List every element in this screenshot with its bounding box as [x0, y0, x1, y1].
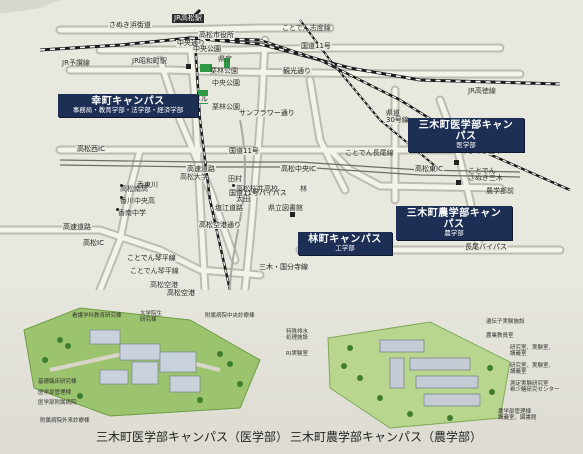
road-r11: 国道11号: [300, 42, 332, 50]
landmark-takamatsu-daigaku: 高松大学: [180, 173, 208, 181]
med-label-clinical: 基礎臨床研究棟: [38, 379, 77, 385]
illustration-agri-campus: [327, 321, 511, 429]
road-r11b: 国道11号: [228, 147, 260, 155]
landmark-airport: 高松空港: [150, 281, 178, 289]
marker-dot-2: [120, 196, 123, 199]
station-jr-kotoku: JR高徳線: [468, 87, 496, 95]
road-r30: 県道 30号線: [385, 109, 410, 124]
station-kotoden-kotohira: ことでん琴平線: [130, 267, 179, 275]
med-label-central: 附属病院中央診療棟: [205, 313, 255, 319]
station-jr-takamatsu: JR高松駅: [172, 14, 204, 23]
agri-label-lab1: 研究室、実験室、 講義室: [510, 345, 555, 357]
road-chuo-dori: 中央通り: [176, 39, 206, 47]
marker-hayashi: [290, 212, 295, 217]
road-san-miki-kokubunji: 三木・国分寺線: [258, 263, 309, 271]
road-city-hall: 高松市役所: [198, 31, 235, 39]
road-takamatsu-higashi-ic: 高松東IC: [414, 165, 444, 173]
med-label-outpatient: 附属病院外来診療棟: [40, 418, 90, 424]
station-sanuki-miki: ことでん さぬき三木: [468, 167, 503, 182]
road-takamatsu-ic: 高松IC: [82, 239, 105, 247]
station-jr-yosan: JR予讃線: [62, 59, 90, 67]
landmark-chuo-koen: 中央公園: [212, 79, 240, 87]
road-takamatsu-chuo-ic: 高松中央IC: [280, 165, 317, 173]
illustration-med-campus: [23, 307, 261, 417]
road-takamatsu-nishi-ic: 高松西IC: [76, 145, 106, 153]
agri-label-measure: 測定実験研究室 希少糖研究センター: [510, 381, 560, 393]
landmark-ritsurin: 栗林公園: [212, 103, 240, 111]
landmark-sakurai-high: 高松桜井高校: [236, 185, 278, 193]
agri-label-staff: 農業教員室: [486, 333, 514, 339]
road-airport-dori: 高松空港通り: [198, 221, 242, 229]
landmark-ota: 太田: [236, 195, 250, 203]
agri-label-admin: 農学部管理棟 講義室、図書館: [498, 409, 537, 421]
marker-dot-3: [116, 208, 119, 211]
caption-med-campus: 三木町医学部キャンパス（医学部）: [96, 430, 289, 444]
marker-agri: [456, 180, 461, 185]
road-kanko-dori: 観光通り: [282, 67, 312, 75]
campus-med-sub: 医学部: [456, 141, 476, 149]
marker-dot-4: [232, 184, 235, 187]
med-label-admin: 医学部管理棟: [38, 390, 72, 396]
landmark-library: 県立図書館: [268, 204, 303, 212]
road-kosoku2: 高速道路: [62, 223, 92, 231]
campus-agri-title: 三木町農学部キャンパス: [406, 208, 502, 230]
campus-med[interactable]: 三木町医学部キャンパス 医学部: [408, 118, 524, 153]
campus-agri[interactable]: 三木町農学部キャンパス 農学部: [396, 206, 512, 241]
agri-label-lab2: 研究室、実験室、 講義室: [510, 363, 555, 375]
caption-agri-campus: 三木町農学部キャンパス（農学部）: [290, 430, 483, 444]
agri-label-gene: 遺伝子実験施設: [486, 319, 525, 325]
campus-hayashi[interactable]: 林町キャンパス 工学部: [298, 232, 392, 256]
agri-label-ri: RI実験室: [286, 351, 308, 357]
station-kotoden-shido: ことでん志度線: [282, 24, 331, 32]
campus-saiwai-title: 幸町キャンパス: [91, 96, 165, 107]
landmark-ritsurin-park: 栗林公園: [210, 67, 238, 75]
road-kozai-river: 香東川: [136, 181, 159, 189]
landmark-kencho: 県庁: [218, 55, 232, 63]
campus-hayashi-sub: 工学部: [335, 244, 355, 252]
med-label-grad: 大学院生 研究棟: [140, 311, 163, 323]
road-r11-bypass: 国道11号バイパス: [228, 189, 288, 197]
landmark-kagawa-chuo: 香川中央高: [120, 197, 155, 205]
landmark-tamura: 田村: [228, 175, 242, 183]
road-sunflower: サンフラワー通り: [238, 109, 296, 117]
marker-saiwai: [186, 64, 191, 69]
road-airport: 高松空港: [166, 289, 196, 297]
agri-label-drain: 特殊排水 処理施設: [286, 329, 309, 341]
station-kotoden-nagao: ことでん長尾線: [345, 149, 394, 157]
road-sunport: さぬき浜街道: [108, 21, 152, 29]
campus-saiwai-sub: 事務局・教育学部・法学部・経済学部: [72, 106, 184, 114]
marker-med: [454, 160, 459, 165]
campus-agri-sub: 農学部: [444, 229, 464, 237]
road-shiwaku: 塩江道路: [214, 204, 244, 212]
med-label-hospital: 医学部附属病院: [38, 400, 77, 406]
landmark-takamatsu-minami: 高松南高: [120, 185, 148, 193]
road-kotoden-kotohira2: ことでん琴平線: [126, 254, 177, 262]
landmark-hayashi: 林: [300, 185, 307, 193]
road-kosoku: 高速道路: [186, 165, 216, 173]
campus-saiwai[interactable]: 幸町キャンパス 事務局・教育学部・法学部・経済学部: [58, 94, 198, 118]
marker-dot-1: [120, 184, 123, 187]
road-nagao-bypass: 長尾バイパス: [464, 243, 508, 251]
campus-med-title: 三木町医学部キャンパス: [418, 120, 514, 142]
med-label-nursing: 看護学科教育研究棟: [72, 313, 122, 319]
station-jr-showacho: JR昭和町駅: [132, 57, 167, 65]
campus-hayashi-title: 林町キャンパス: [308, 234, 382, 245]
landmark-konan-chugaku: 香南中学: [118, 209, 146, 217]
road-chuo-koen: 中央公園: [192, 45, 222, 53]
landmark-nougakubu-mae: 農学部前: [486, 187, 514, 195]
